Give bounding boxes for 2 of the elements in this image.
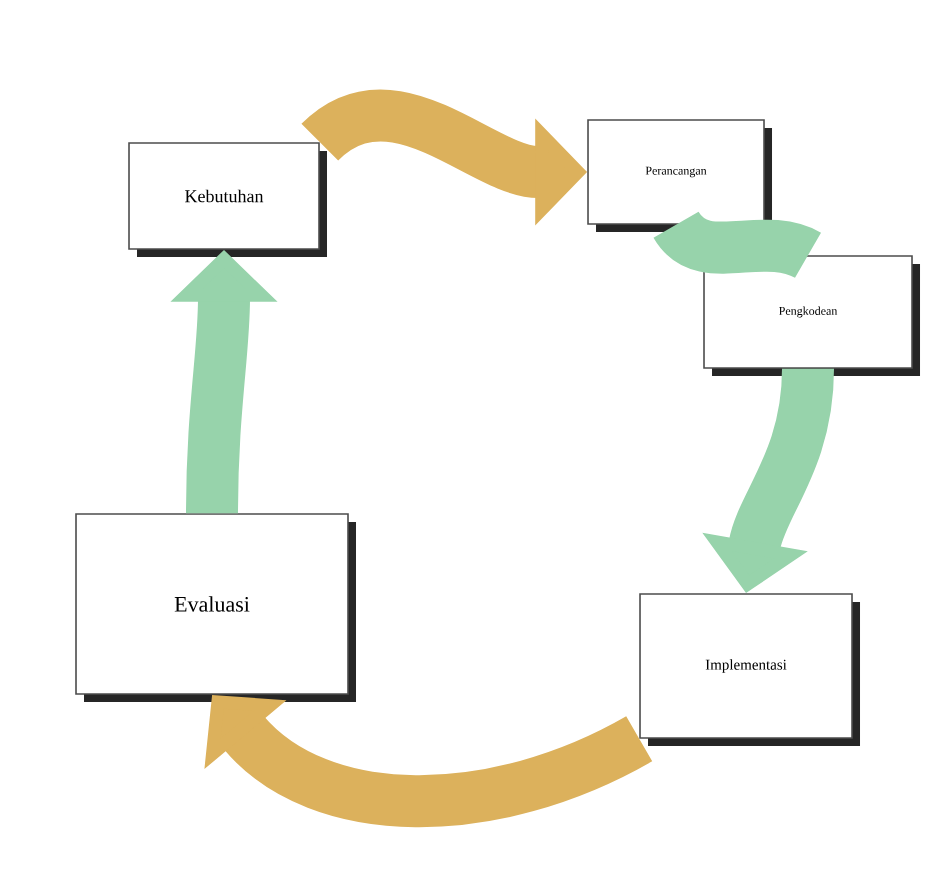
- step-box: Evaluasi: [75, 513, 356, 702]
- step-box: Kebutuhan: [128, 142, 327, 257]
